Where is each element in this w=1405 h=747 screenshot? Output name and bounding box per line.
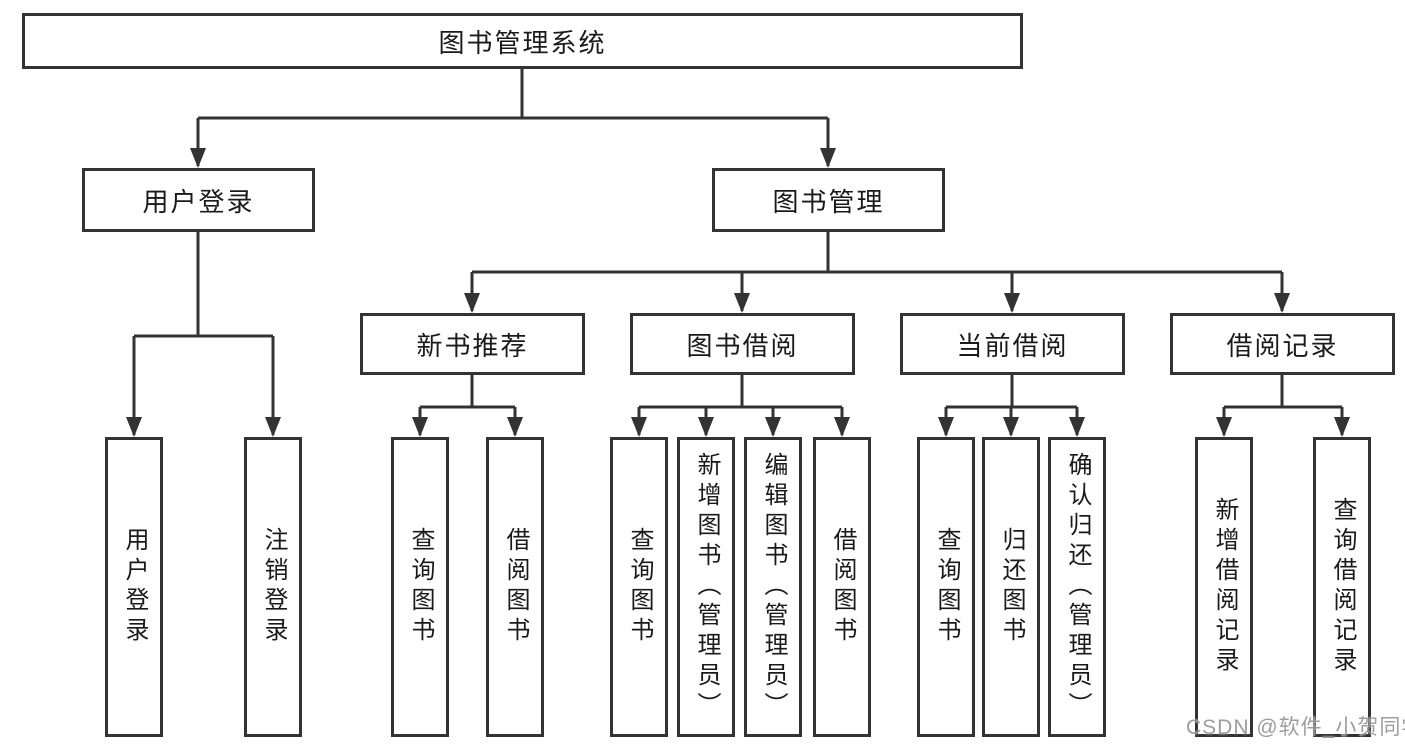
leaf-query-books-current: 查询图书 <box>917 437 975 737</box>
watermark: CSDN @软件_小贺同学 <box>1186 716 1405 739</box>
leaf-add-borrow-record: 新增借阅记录 <box>1195 437 1253 737</box>
arrowheads <box>126 148 1350 437</box>
node-library-management-system: 图书管理系统 <box>22 13 1023 69</box>
leaf-query-books-recommend: 查询图书 <box>391 437 449 737</box>
leaf-logout: 注销登录 <box>244 437 302 737</box>
leaf-borrow-books: 借阅图书 <box>813 437 871 737</box>
leaf-borrow-books-recommend: 借阅图书 <box>486 437 544 737</box>
node-borrow-records: 借阅记录 <box>1170 313 1395 375</box>
leaf-return-book: 归还图书 <box>982 437 1040 737</box>
leaf-query-books-borrow: 查询图书 <box>610 437 668 737</box>
leaf-user-login: 用户登录 <box>105 437 163 737</box>
node-book-management: 图书管理 <box>712 168 945 232</box>
leaf-add-book-admin: 新增图书（管理员） <box>677 437 735 737</box>
node-new-book-recommend: 新书推荐 <box>360 313 585 375</box>
node-book-borrow: 图书借阅 <box>630 313 855 375</box>
leaf-query-borrow-record: 查询借阅记录 <box>1313 437 1371 737</box>
node-user-login: 用户登录 <box>82 168 315 232</box>
leaf-edit-book-admin: 编辑图书（管理员） <box>744 437 802 737</box>
node-current-borrow: 当前借阅 <box>900 313 1125 375</box>
leaf-confirm-return-admin: 确认归还（管理员） <box>1048 437 1106 737</box>
